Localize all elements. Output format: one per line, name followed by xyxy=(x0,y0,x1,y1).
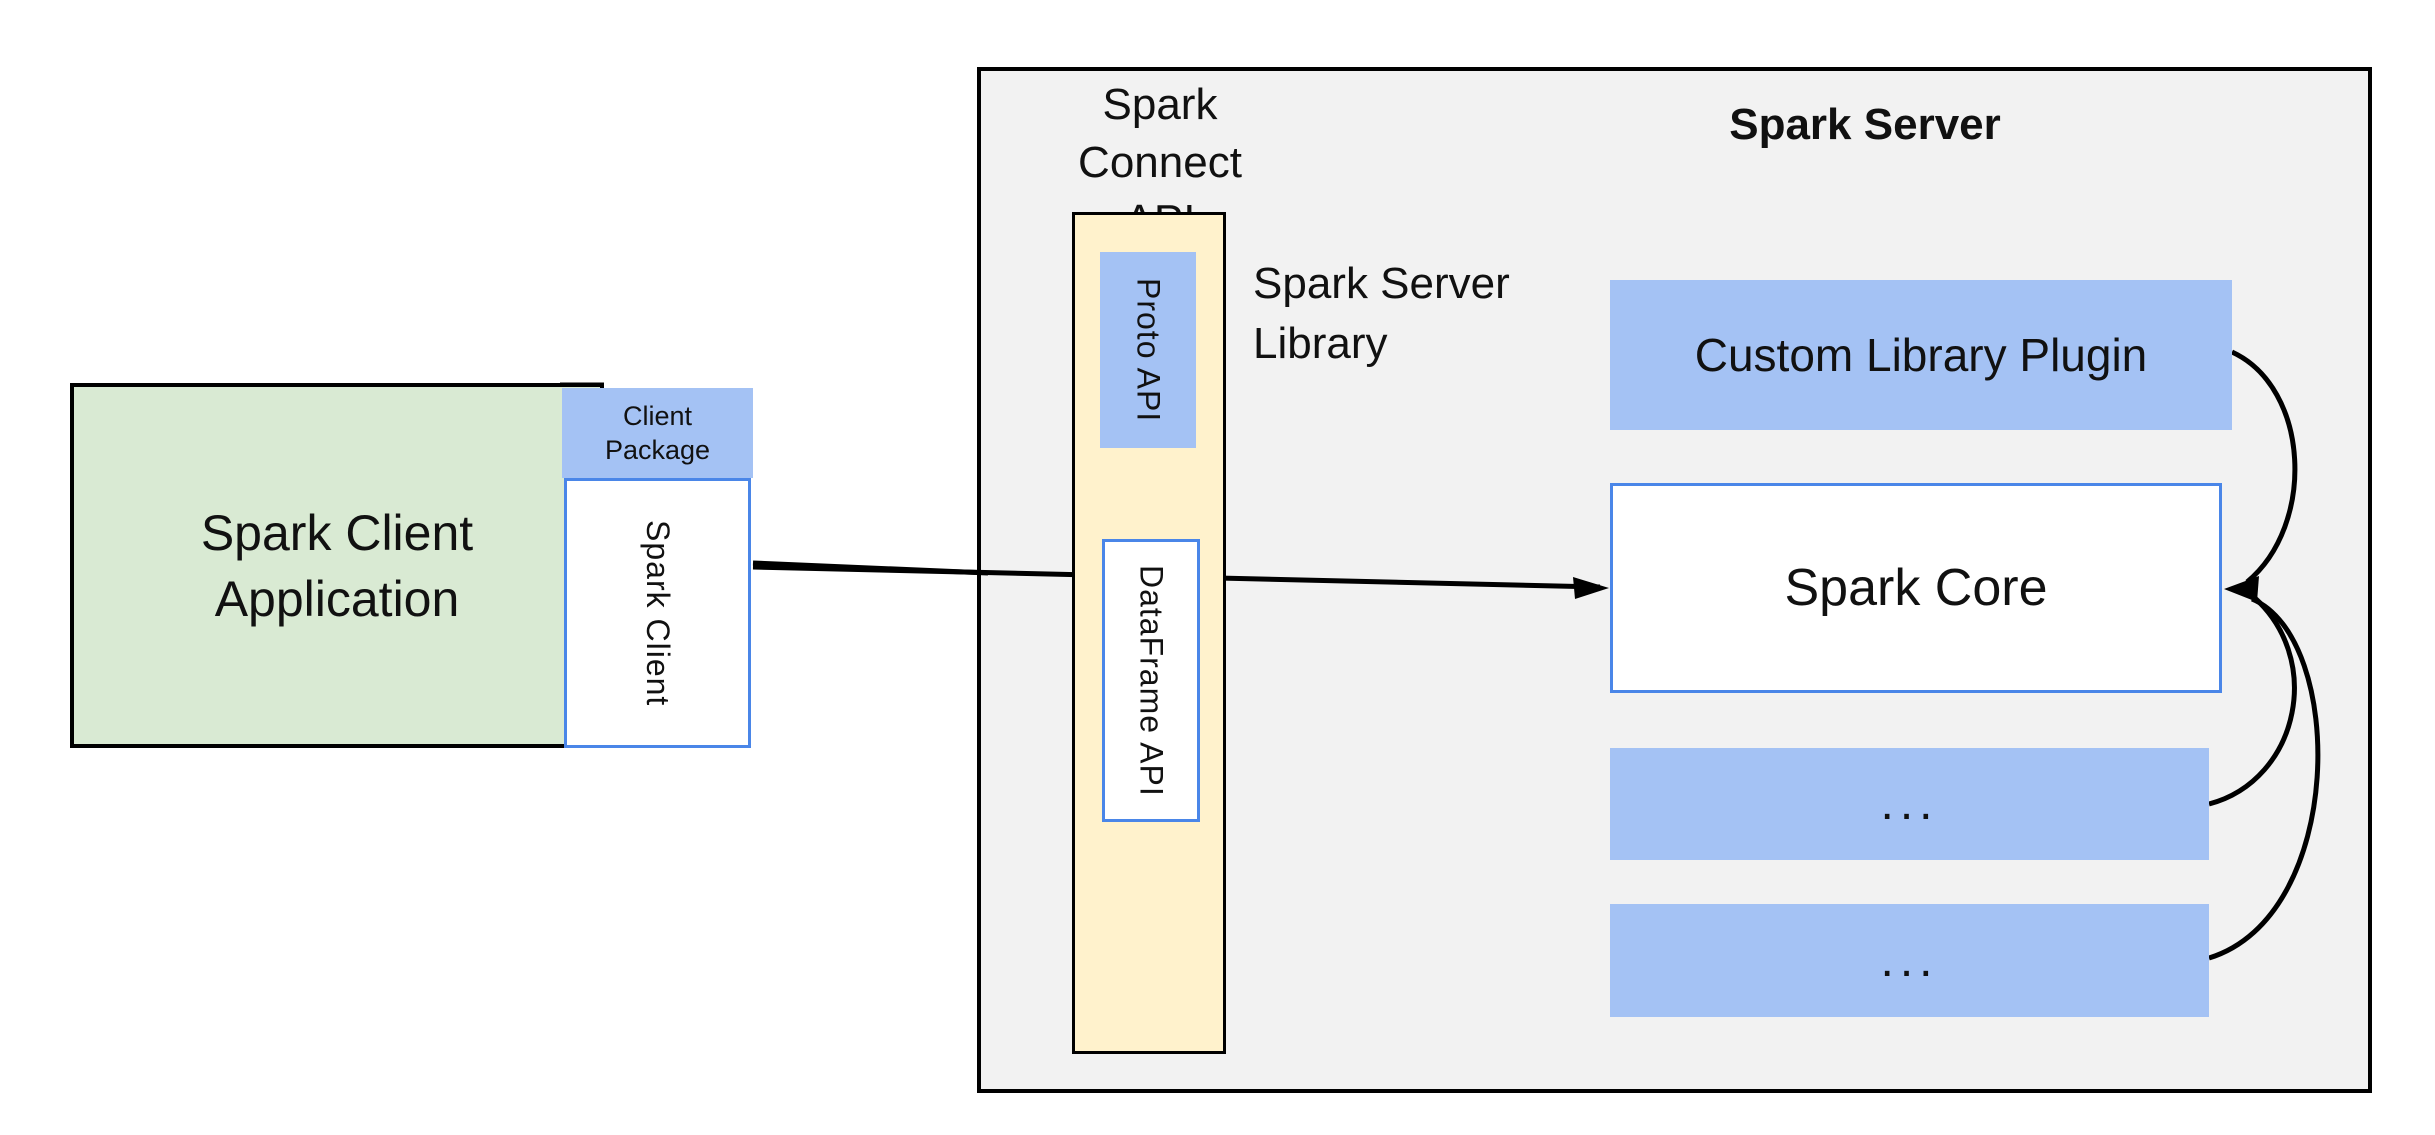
spark-client-application-box: Spark Client Application xyxy=(70,383,604,748)
custom-library-plugin-label: Custom Library Plugin xyxy=(1694,329,2148,381)
spark-client-label: Spark Client xyxy=(640,519,676,707)
curve-dots1-to-core xyxy=(2208,591,2297,807)
proto-api-label: Proto API xyxy=(1130,277,1167,423)
curve-dots2-to-core xyxy=(2208,596,2321,961)
dataframe-api-label: DataFrame API xyxy=(1133,564,1170,797)
plugin-placeholder-dots-2: ... xyxy=(1880,933,1939,987)
proto-api-box: Proto API xyxy=(1100,252,1196,448)
client-package-line1: Client xyxy=(622,401,693,431)
spark-server-library-label: Spark Server Library xyxy=(1253,254,1510,374)
plugin-placeholder-box-2: ... xyxy=(1610,904,2209,1017)
spark-core-box: Spark Core xyxy=(1610,483,2222,693)
client-package-box: Client Package xyxy=(562,388,753,478)
spark-client-box: Spark Client xyxy=(564,478,751,748)
arrowhead-into-core-left xyxy=(1573,577,1609,599)
dataframe-api-box: DataFrame API xyxy=(1102,539,1200,822)
spark-server-library-line1: Spark Server xyxy=(1253,259,1510,308)
spark-client-application-label: Spark Client Application xyxy=(74,387,600,744)
plugin-placeholder-dots-1: ... xyxy=(1880,777,1939,830)
spark-core-label: Spark Core xyxy=(1784,559,2048,617)
spark-server-library-line2: Library xyxy=(1253,319,1388,368)
spark-server-title: Spark Server xyxy=(1729,100,2001,149)
arrowhead-into-core-right xyxy=(2224,576,2259,602)
custom-library-plugin-box: Custom Library Plugin xyxy=(1610,280,2232,430)
spark-connect-api-label-line1: Spark Connect xyxy=(1078,80,1242,187)
plugin-placeholder-box-1: ... xyxy=(1610,748,2209,860)
client-package-line2: Package xyxy=(604,435,711,465)
spark-client-application-line2: Application xyxy=(214,570,460,627)
spark-client-application-line1: Spark Client xyxy=(200,504,474,561)
curve-plugin-to-core xyxy=(2230,349,2298,584)
